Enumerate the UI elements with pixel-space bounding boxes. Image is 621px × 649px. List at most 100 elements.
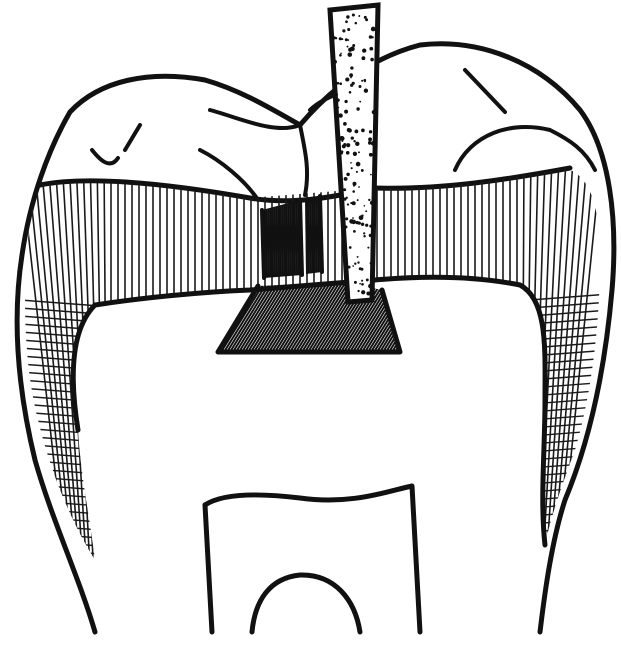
instrument-speckle [335,93,338,96]
instrument-speckle [339,54,342,57]
enamel-hatch-stroke [530,550,610,556]
cavity-floor-stroke [435,280,485,360]
cavity-floor-stroke [105,280,155,360]
enamel-hatch-stroke [20,412,100,418]
instrument-speckle [354,129,358,133]
cavity-floor-stroke [99,280,149,360]
instrument-speckle [339,82,342,85]
instrument-speckle [361,169,364,172]
instrument-speckle [349,73,353,77]
cavity-wall-stroke [288,190,289,285]
enamel-hatch-stroke [20,404,100,410]
instrument-speckle [353,152,356,155]
instrument-speckle [352,201,356,205]
cavity-floor-stroke [417,280,467,360]
enamel-hatch-stroke [20,492,100,498]
cavity-floor-stroke [456,280,506,360]
enamel-hatch-stroke [104,160,107,560]
instrument-speckle [344,110,348,114]
cavity-floor-material [60,280,509,360]
instrument-speckle [345,20,348,23]
cavity-floor-stroke [126,280,176,360]
enamel-hatch-stroke [526,160,532,560]
cavity-floor-stroke [120,280,170,360]
instrument-speckle [351,167,353,169]
cavity-wall-stroke [280,190,281,285]
instrument-speckle [369,234,372,237]
instrument-speckle [350,66,353,69]
instrument-speckle [353,140,355,142]
cavity-floor-stroke [414,280,464,360]
cavity-wall-stroke [326,190,327,285]
cavity-floor-stroke [402,280,452,360]
cavity-floor-stroke [81,280,131,360]
instrument-speckle [368,137,372,141]
root-canal-arch [252,575,360,632]
instrument-speckle [352,265,354,267]
crown-outline [17,44,614,632]
instrument-speckle [361,223,364,226]
cavity-floor-stroke [102,280,152,360]
cavity-floor-stroke [429,280,479,360]
instrument-speckle [371,27,376,32]
instrument-speckle [354,263,356,265]
cavity-floor-stroke [399,280,449,360]
cavity-floor-stroke [447,280,497,360]
instrument-speckle [345,217,348,220]
instrument-speckle [357,256,359,258]
enamel-hatch-stroke [97,160,104,560]
instrument-speckle [359,283,361,285]
instrument-speckle [348,52,353,57]
instrument-speckle [369,143,371,145]
instrument-speckle [361,56,365,60]
instrument-speckle [361,283,364,286]
instrument-speckle [336,98,340,102]
instrument-speckle [349,91,352,94]
cavity-floor-stroke [441,280,491,360]
instrument-speckle [367,247,369,249]
cavity-floor-stroke [108,280,158,360]
cavity-floor-stroke [411,280,461,360]
cavity-floor-stroke [408,280,458,360]
instrument-speckle [365,224,368,227]
instrument-speckle [342,29,345,32]
instrument-speckle [345,38,348,41]
instrument-speckle [358,186,360,188]
instrument-speckle [348,128,352,132]
instrument-speckle [369,153,373,157]
instrument-speckle [335,37,337,39]
instrument-speckle [352,217,354,219]
enamel-hatch-stroke [20,332,100,338]
cavity-wall-stroke [284,190,285,285]
instrument-speckle [346,197,348,199]
instrument-speckle [369,47,373,51]
instrument-speckle [346,143,350,147]
instrument-speckle [358,15,360,17]
cavity-wall-stroke [314,190,315,285]
enamel-hatch-stroke [20,460,100,466]
instrument-speckle [351,136,354,139]
cavity-floor-stroke [450,280,500,360]
cavity-wall-stroke [306,190,307,285]
instrument-speckle [358,151,360,153]
cavity-wall-stroke [310,190,311,285]
left-cusp-tick [125,125,140,150]
cavity-wall-stroke [294,190,295,285]
enamel-hatch-stroke [522,160,524,560]
right-cusp-tick [465,70,505,112]
instrument-speckle [358,221,361,224]
enamel-hatch-stroke [20,548,100,554]
cavity-wall-stroke [324,190,325,285]
instrument-speckle [363,291,365,293]
instrument-speckle [352,44,355,47]
cavity-floor-stroke [426,280,476,360]
instrument-speckle [363,232,365,234]
cavity-wall-stroke [304,190,305,285]
instrument-speckle [372,110,376,114]
cavity-floor-stroke [87,280,137,360]
instrument-speckle [368,199,370,201]
instrument-speckle [369,225,372,228]
instrument-speckle [345,226,348,229]
enamel-hatch-stroke [83,160,97,560]
instrument-speckle [346,173,349,176]
